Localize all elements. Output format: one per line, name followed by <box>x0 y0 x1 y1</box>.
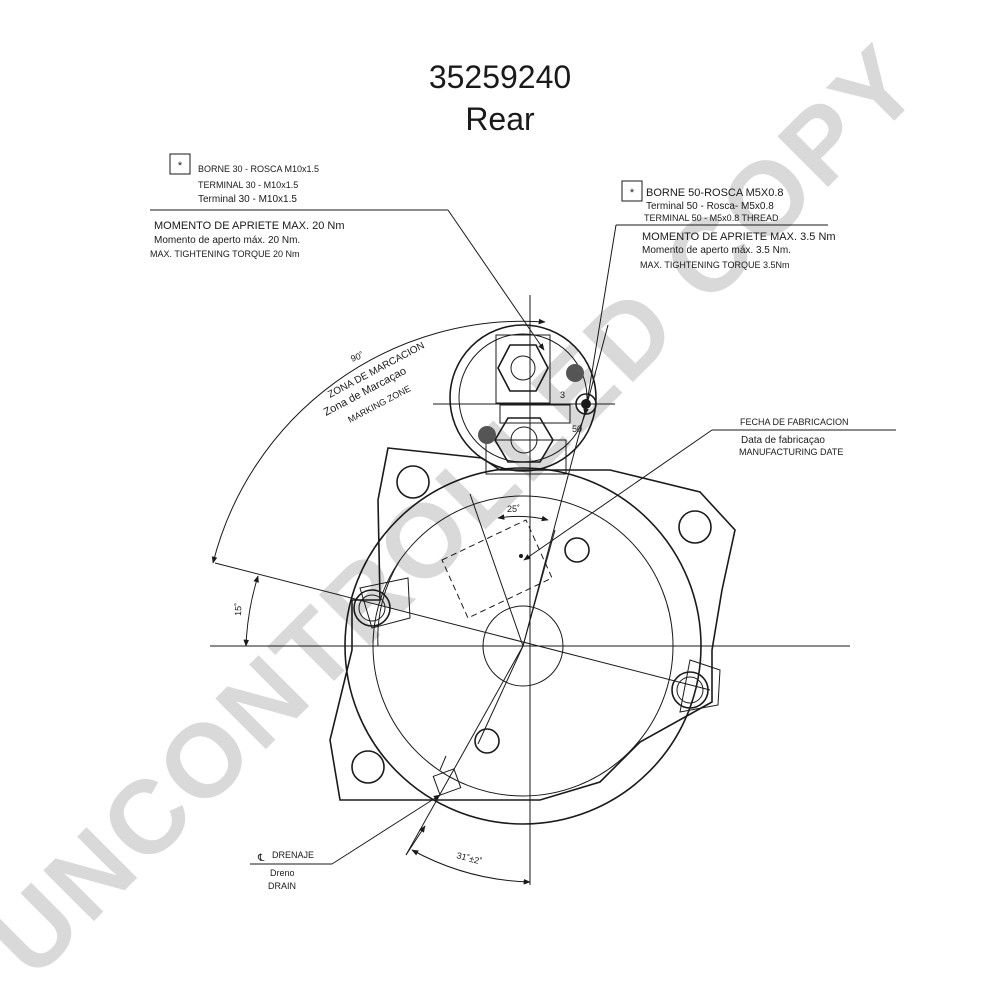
terminal-30-torque-es: MOMENTO DE APRIETE MAX. 20 Nm <box>154 220 345 232</box>
terminal-50-torque-pt: Momento de aperto máx. 3.5 Nm. <box>642 245 791 256</box>
terminal-30-line2: TERMINAL 30 - M10x1.5 <box>198 180 298 190</box>
part-number-title: 35259240 <box>429 59 571 95</box>
manufacturing-date-pt: Data de fabricaçao <box>741 435 825 446</box>
asterisk-marker: * <box>630 187 635 199</box>
marking-zone-angle: 90˚ <box>349 350 365 364</box>
mounting-hole <box>678 510 712 544</box>
watermark: UNCONTROLLED COPY <box>0 22 943 998</box>
mounting-holes <box>351 465 712 784</box>
solenoid: 50 3 <box>449 324 597 475</box>
manufacturing-date-es: FECHA DE FABRICACION <box>740 417 849 427</box>
asterisk-box <box>169 153 191 175</box>
mounting-hole <box>564 537 590 563</box>
view-title: Rear <box>465 101 535 137</box>
manufacturing-date-en: MANUFACTURING DATE <box>739 447 843 457</box>
terminal-30-nut <box>497 344 549 392</box>
drain-en: DRAIN <box>268 881 296 891</box>
asterisk-marker: * <box>178 160 183 172</box>
mounting-hole <box>351 750 385 784</box>
drain-annotation: ℄ DRENAJE Dreno DRAIN <box>250 755 462 891</box>
angle-31: 31˚±2˚ <box>455 850 483 866</box>
angle-25: 25˚ <box>507 504 520 514</box>
terminal-stud <box>566 364 584 382</box>
angle-15: 15˚ <box>233 603 243 616</box>
terminal-50-line1: BORNE 50-ROSCA M5X0.8 <box>646 187 784 199</box>
terminal-50-callout: * BORNE 50-ROSCA M5X0.8 Terminal 50 - Ro… <box>583 180 836 416</box>
terminal-50-line2: Terminal 50 - Rosca- M5x0.8 <box>646 201 774 212</box>
terminal-30-callout: * BORNE 30 - ROSCA M10x1.5 TERMINAL 30 -… <box>150 153 545 351</box>
terminal-30-line1: BORNE 30 - ROSCA M10x1.5 <box>198 164 319 174</box>
terminal-small-label: 3 <box>560 390 565 400</box>
terminal-50-label: 50 <box>572 424 582 434</box>
terminal-50-line3: TERMINAL 50 - M5x0.8 THREAD <box>644 213 779 223</box>
terminal-50-torque-es: MOMENTO DE APRIETE MAX. 3.5 Nm <box>642 231 836 243</box>
drain-port <box>432 768 462 796</box>
terminal-30-torque-en: MAX. TIGHTENING TORQUE 20 Nm <box>150 249 300 259</box>
mounting-hole <box>396 465 430 499</box>
terminal-50-torque-en: MAX. TIGHTENING TORQUE 3.5Nm <box>640 260 790 270</box>
terminal-30-torque-pt: Momento de aperto máx. 20 Nm. <box>154 235 300 246</box>
label-area <box>441 519 553 619</box>
terminal-30-line3: Terminal 30 - M10x1.5 <box>198 194 297 205</box>
mounting-hole <box>474 728 500 754</box>
drain-pt: Dreno <box>270 868 295 878</box>
drain-es: DRENAJE <box>272 850 314 860</box>
center-lines <box>210 295 850 885</box>
terminal-stud <box>478 426 496 444</box>
asterisk-box <box>621 180 643 202</box>
drain-symbol: ℄ <box>257 853 265 864</box>
